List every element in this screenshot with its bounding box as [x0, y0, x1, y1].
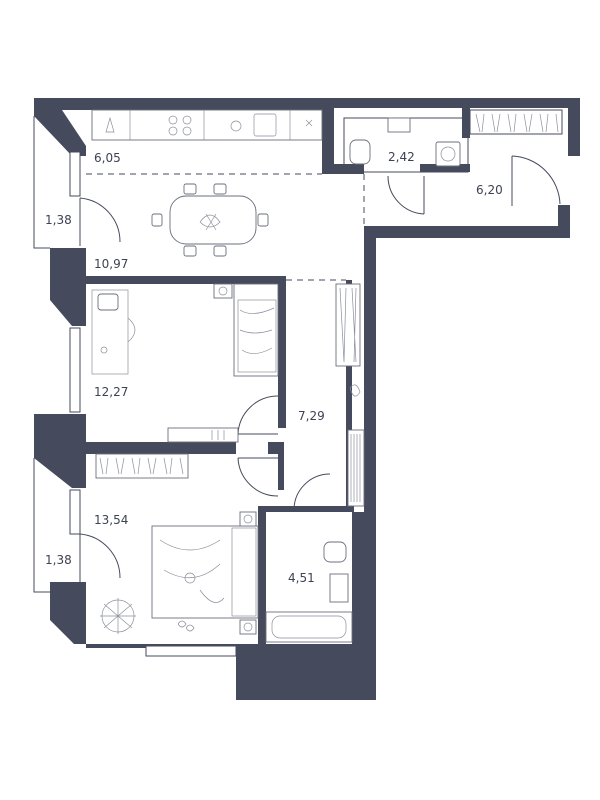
area-dining: 10,97: [94, 257, 128, 271]
doors: [79, 155, 561, 582]
area-labels: 6,05 2,42 6,20 1,38 10,97 12,27 7,29 13,…: [45, 150, 503, 585]
area-bedroom-1: 12,27: [94, 385, 128, 399]
zone-lines: [86, 173, 365, 281]
area-kitchen: 6,05: [94, 151, 121, 165]
area-bedroom-2: 13,54: [94, 513, 128, 527]
bedroom-1-furniture: [91, 283, 279, 443]
corridor-storage: [335, 283, 365, 507]
walls: [34, 98, 580, 700]
kitchen-counter: [91, 109, 323, 141]
area-corridor: 7,29: [298, 409, 325, 423]
area-hall: 6,20: [476, 183, 503, 197]
area-bathroom-large: 4,51: [288, 571, 315, 585]
bathroom-fixtures: [265, 541, 353, 643]
plant-icon: [100, 598, 136, 634]
small-bath-fixtures: [349, 117, 461, 167]
balconies: [33, 116, 50, 593]
dining-table: [151, 183, 269, 257]
area-balcony-bottom: 1,38: [45, 553, 72, 567]
bedroom-2-furniture: [95, 453, 259, 635]
area-balcony-top: 1,38: [45, 213, 72, 227]
area-bathroom-small: 2,42: [388, 150, 415, 164]
windows: [69, 109, 563, 657]
